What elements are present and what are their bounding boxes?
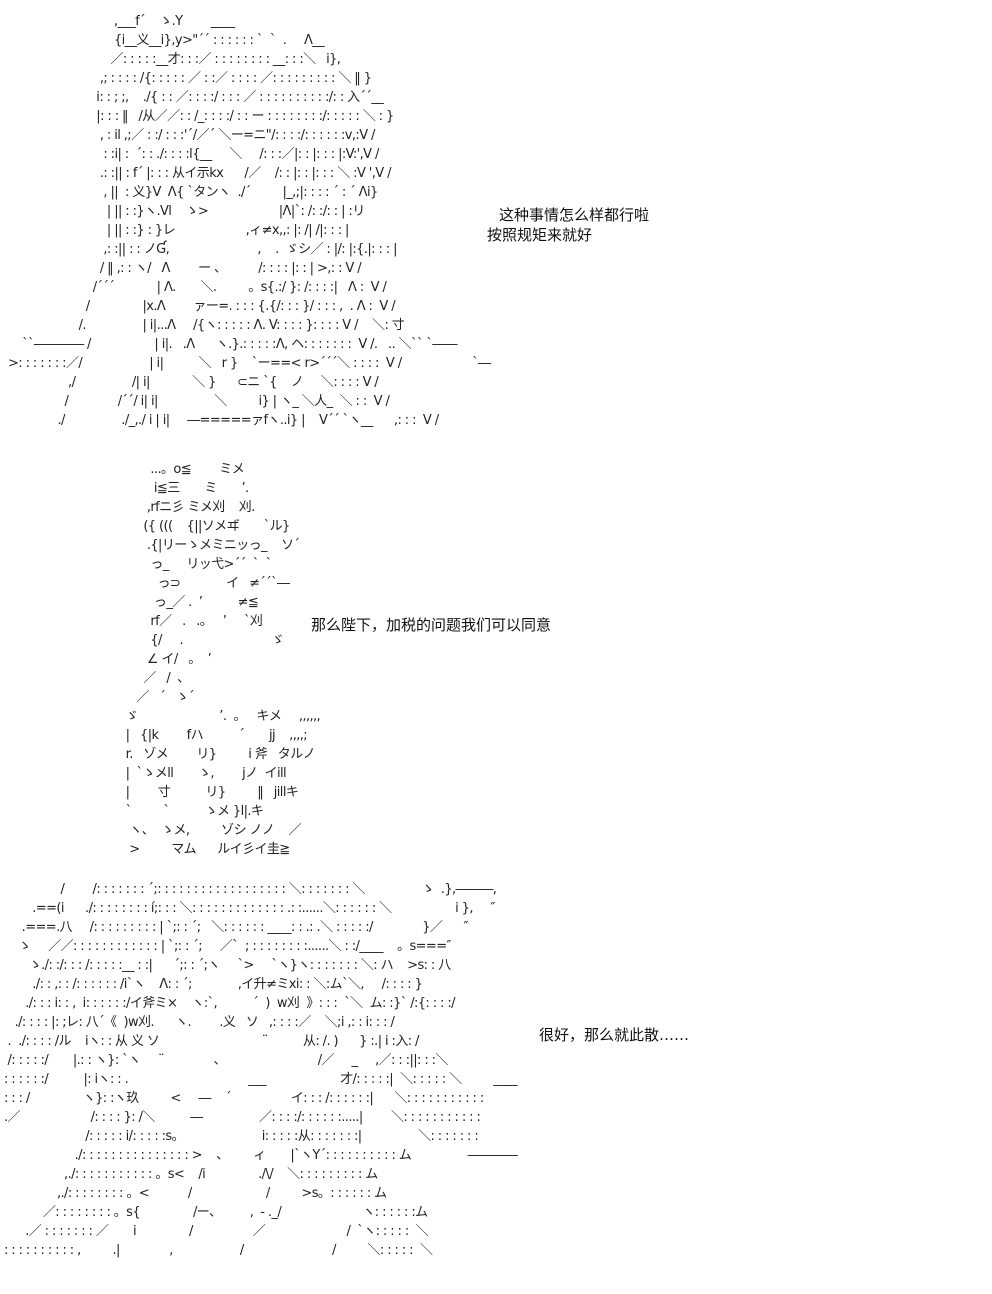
ascii-art-scene-3: / /: : : : : : : ´;: : : : : : : : : : :… [4,882,518,1258]
dialogue-line-2: 按照规矩来就好 [486,226,594,245]
ascii-art-scene-1: ,___f´ ゝ.Y ____ {i__义__i},y>"´´ : : : : … [8,14,491,428]
dialogue-line-3: 那么陛下，加税的问题我们可以同意 [310,616,553,635]
dialogue-line-1: 这种事情怎么样都行啦 [498,206,651,225]
ascii-art-scene-2: ...。o≦ ミメ i≦三 ミ ’. ,rfニ彡 ミメ刈 刈. ({ ((( {… [125,462,321,857]
dialogue-line-4: 很好，那么就此散…… [538,1026,691,1045]
